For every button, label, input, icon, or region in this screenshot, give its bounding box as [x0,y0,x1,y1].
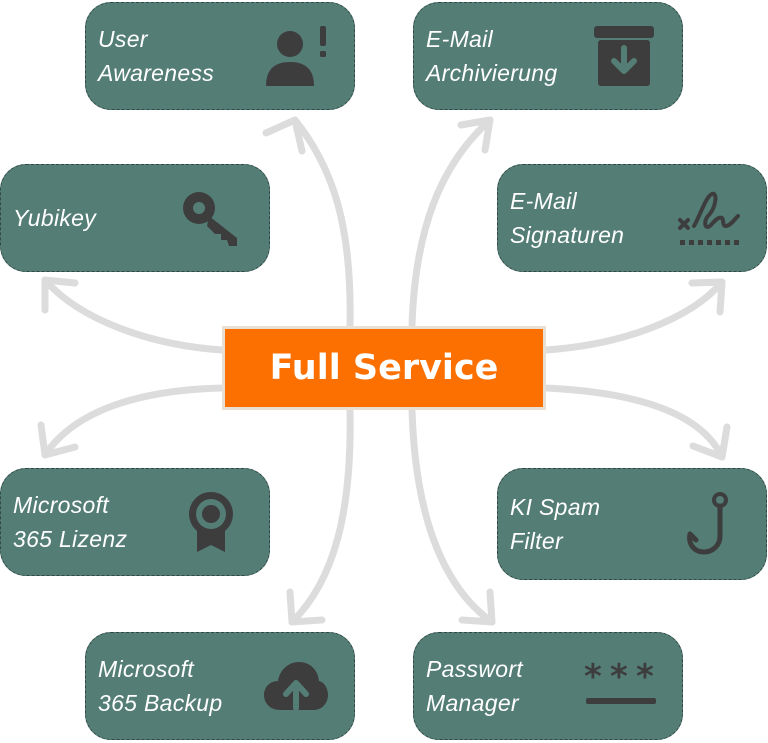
arrowhead-password-manager [458,588,496,626]
card-email-signatures: E-Mail Signaturen [497,164,767,272]
arrow-email-signatures [542,278,726,354]
card-label: Microsoft 365 Lizenz [13,492,128,552]
svg-text:*: * [610,657,628,697]
arrow-ai-spam-filter [542,384,726,461]
arrowhead-m365-backup [286,588,326,626]
full-service-hub: Full Service [222,326,546,410]
card-m365-backup: Microsoft 365 Backup [85,632,355,740]
card-label: E-Mail Signaturen [510,188,625,248]
hub-label: Full Service [269,348,499,388]
card-label: E-Mail Archivierung [426,26,558,86]
signature-icon [678,191,740,245]
certificate-icon [189,492,233,552]
arrowhead-user-awareness [262,116,306,155]
arrow-m365-license [41,384,226,459]
card-label: Yubikey [13,205,97,231]
arrowhead-m365-license [37,421,79,459]
card-ai-spam-filter: KI Spam Filter [497,468,767,580]
card-label: Microsoft 365 Backup [98,656,223,716]
arrow-email-archive [408,116,494,330]
card-m365-license: Microsoft 365 Lizenz [0,468,270,576]
cloud-upload-icon [264,662,328,711]
arrowhead-yubikey [41,276,79,314]
card-label: Passwort Manager [426,656,523,716]
card-label: User Awareness [98,26,215,86]
svg-text:*: * [636,657,654,697]
card-label: KI Spam Filter [510,494,601,554]
svg-text:*: * [584,657,602,697]
arrow-yubikey [41,276,226,354]
arrowhead-email-signatures [688,278,726,316]
arrow-user-awareness [291,116,354,330]
card-password-manager: Passwort Manager * * * [413,632,683,740]
key-icon [183,192,237,246]
user-alert-icon [266,26,326,86]
arrowhead-email-archive [457,116,494,154]
archive-icon [594,26,654,86]
password-icon: * * * [584,657,656,704]
card-user-awareness: User Awareness [85,2,355,110]
arrow-password-manager [408,406,496,626]
card-yubikey: Yubikey [0,164,270,272]
card-email-archive: E-Mail Archivierung [413,2,683,110]
fishhook-icon [687,492,728,555]
arrow-m365-backup [288,406,354,626]
arrowhead-ai-spam-filter [689,423,731,461]
